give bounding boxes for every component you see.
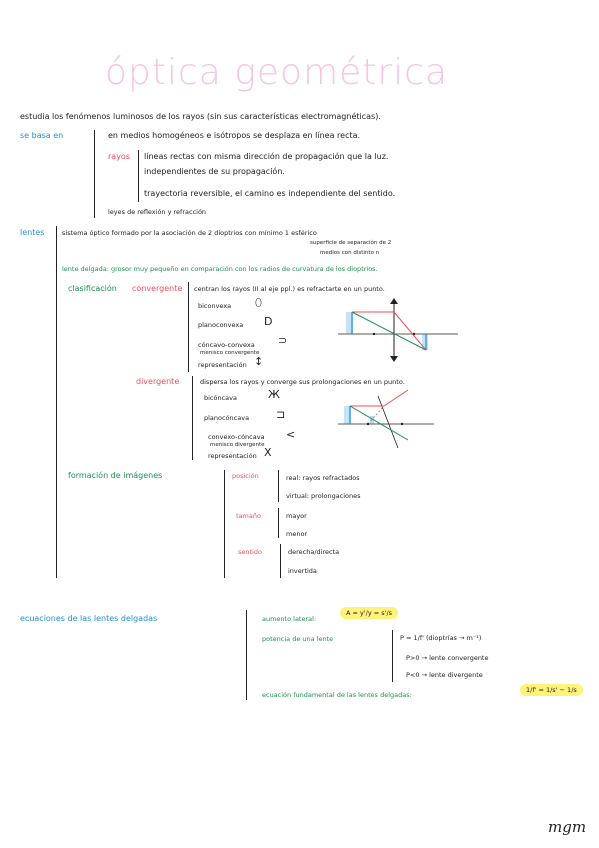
medios-text: en medios homogéneos e isótropos se desp…	[108, 131, 361, 140]
brace-potencia	[392, 630, 393, 682]
convex-concave-lens-icon: <	[286, 428, 296, 441]
lentes-label: lentes	[20, 228, 45, 237]
lente-delgada: lente delgada: grosor muy pequeño en com…	[62, 265, 378, 273]
brace-tamano	[278, 508, 279, 538]
dioptrio-note-1: superficie de separación de 2	[310, 240, 392, 246]
rayos-label: rayos	[108, 152, 130, 161]
leyes-text: leyes de reflexión y refracción	[108, 208, 207, 216]
aumento-formula: A = y'/y = s'/s	[340, 607, 399, 619]
sentido-invertida: invertida	[288, 567, 317, 575]
posicion-real: real: rayos refractados	[286, 474, 360, 482]
ecuaciones-label: ecuaciones de las lentes delgadas	[20, 614, 158, 623]
brace-convergente	[188, 282, 189, 372]
convergente-label: convergente	[132, 284, 183, 293]
div-item-representacion: representación	[208, 452, 257, 460]
brace-posicion	[278, 470, 279, 502]
brace-divergente	[192, 376, 193, 460]
sentido-label: sentido	[238, 548, 262, 556]
aumento-label: aumento lateral:	[262, 615, 317, 623]
fundamental-formula: 1/f' = 1/s' − 1/s	[520, 684, 583, 696]
sentido-directa: derecha/directa	[288, 548, 340, 556]
biconvex-lens-icon: ⬯	[255, 296, 262, 309]
dioptrio-note-2: medios con distinto n	[320, 250, 380, 256]
div-sub-menisco: menisco divergente	[210, 442, 265, 448]
tamano-label: tamaño	[236, 512, 261, 520]
conv-item-biconvexa: biconvexa	[198, 302, 232, 310]
posicion-label: posición	[232, 472, 259, 480]
conv-item-planoconvexa: planoconvexa	[198, 321, 244, 329]
concave-convex-lens-icon: ⊃	[278, 334, 288, 347]
planoconvex-lens-icon: D	[264, 315, 273, 328]
tamano-menor: menor	[286, 530, 308, 538]
aumento-formula-highlight: A = y'/y = s'/s	[340, 607, 399, 619]
page-title: óptica geométrica	[105, 52, 449, 93]
conv-sub-menisco: menisco convergente	[200, 350, 260, 356]
potencia-negativa: P<0 → lente divergente	[406, 671, 483, 679]
rayos-text-2: independientes de su propagación.	[144, 167, 285, 176]
brace-lentes	[56, 226, 57, 578]
potencia-label: potencia de una lente	[262, 635, 334, 643]
converging-lens-diagram	[338, 298, 458, 362]
biconcave-lens-icon: Ж	[268, 388, 280, 401]
potencia-formula: P = 1/f' (dioptrías → m⁻¹)	[400, 634, 482, 642]
converging-arrow-icon: ↕	[254, 355, 264, 368]
diverging-lens-diagram	[338, 389, 434, 449]
brace-formacion	[224, 470, 225, 578]
conv-item-representacion: representación	[198, 361, 247, 369]
brace-ecuaciones	[246, 610, 247, 700]
divergente-desc: dispersa los rayos y converge sus prolon…	[200, 378, 405, 386]
formacion-label: formación de imágenes	[68, 471, 163, 480]
div-item-planoconcava: planocóncava	[204, 414, 250, 422]
divergente-label: divergente	[136, 377, 180, 386]
brace-sentido	[280, 544, 281, 578]
rayos-text-3: trayectoria reversible, el camino es ind…	[144, 189, 396, 198]
div-item-biconcava: bicóncava	[204, 394, 237, 402]
diverging-arrow-icon: X	[264, 446, 272, 459]
potencia-positiva: P>0 → lente convergente	[406, 654, 489, 662]
conv-item-concavo-convexa: cóncavo-convexa	[198, 341, 255, 349]
planoconcave-lens-icon: ⊐	[276, 408, 286, 421]
clasificacion-label: clasificación	[68, 284, 117, 293]
author-signature: mgm	[548, 818, 587, 836]
posicion-virtual: virtual: prolongaciones	[286, 492, 361, 500]
brace-rayos	[138, 150, 139, 202]
div-item-convexo-concava: convexo-cóncava	[208, 433, 265, 441]
fundamental-formula-highlight: 1/f' = 1/s' − 1/s	[520, 684, 583, 696]
brace-se-basa	[94, 130, 95, 218]
fundamental-label: ecuación fundamental de las lentes delga…	[262, 691, 412, 699]
convergente-desc: centran los rayos (II al eje ppl.) es re…	[194, 285, 385, 293]
tamano-mayor: mayor	[286, 512, 307, 520]
se-basa-label: se basa en	[20, 131, 64, 140]
rayos-text-1: líneas rectas con misma dirección de pro…	[144, 152, 389, 161]
intro-text: estudia los fenómenos luminosos de los r…	[20, 112, 381, 121]
lentes-definicion: sistema óptico formado por la asociación…	[62, 229, 317, 237]
